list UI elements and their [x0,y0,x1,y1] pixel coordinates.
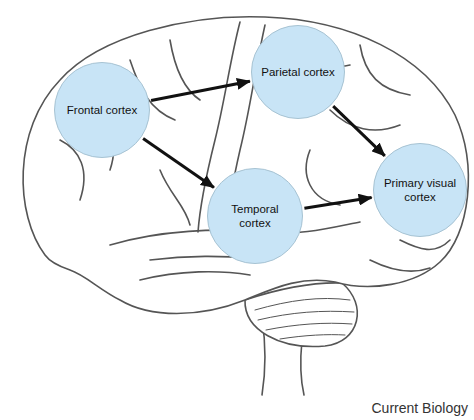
pathway-arrow [151,81,250,100]
brain-outline [23,17,468,395]
pathway-arrow [304,198,371,209]
region-label: Frontal cortex [67,103,137,117]
region-label: Temporal cortex [216,202,294,230]
region-circle: Primary visual cortex [373,143,467,237]
journal-credit: Current Biology [372,400,469,416]
region-label: Parietal cortex [261,65,335,79]
region-circle: Frontal cortex [54,62,150,158]
region-circle: Temporal cortex [207,168,303,264]
pathway-arrow [333,106,385,156]
pathway-arrow [143,139,214,188]
region-circle: Parietal cortex [251,25,345,119]
region-label: Primary visual cortex [381,176,459,204]
